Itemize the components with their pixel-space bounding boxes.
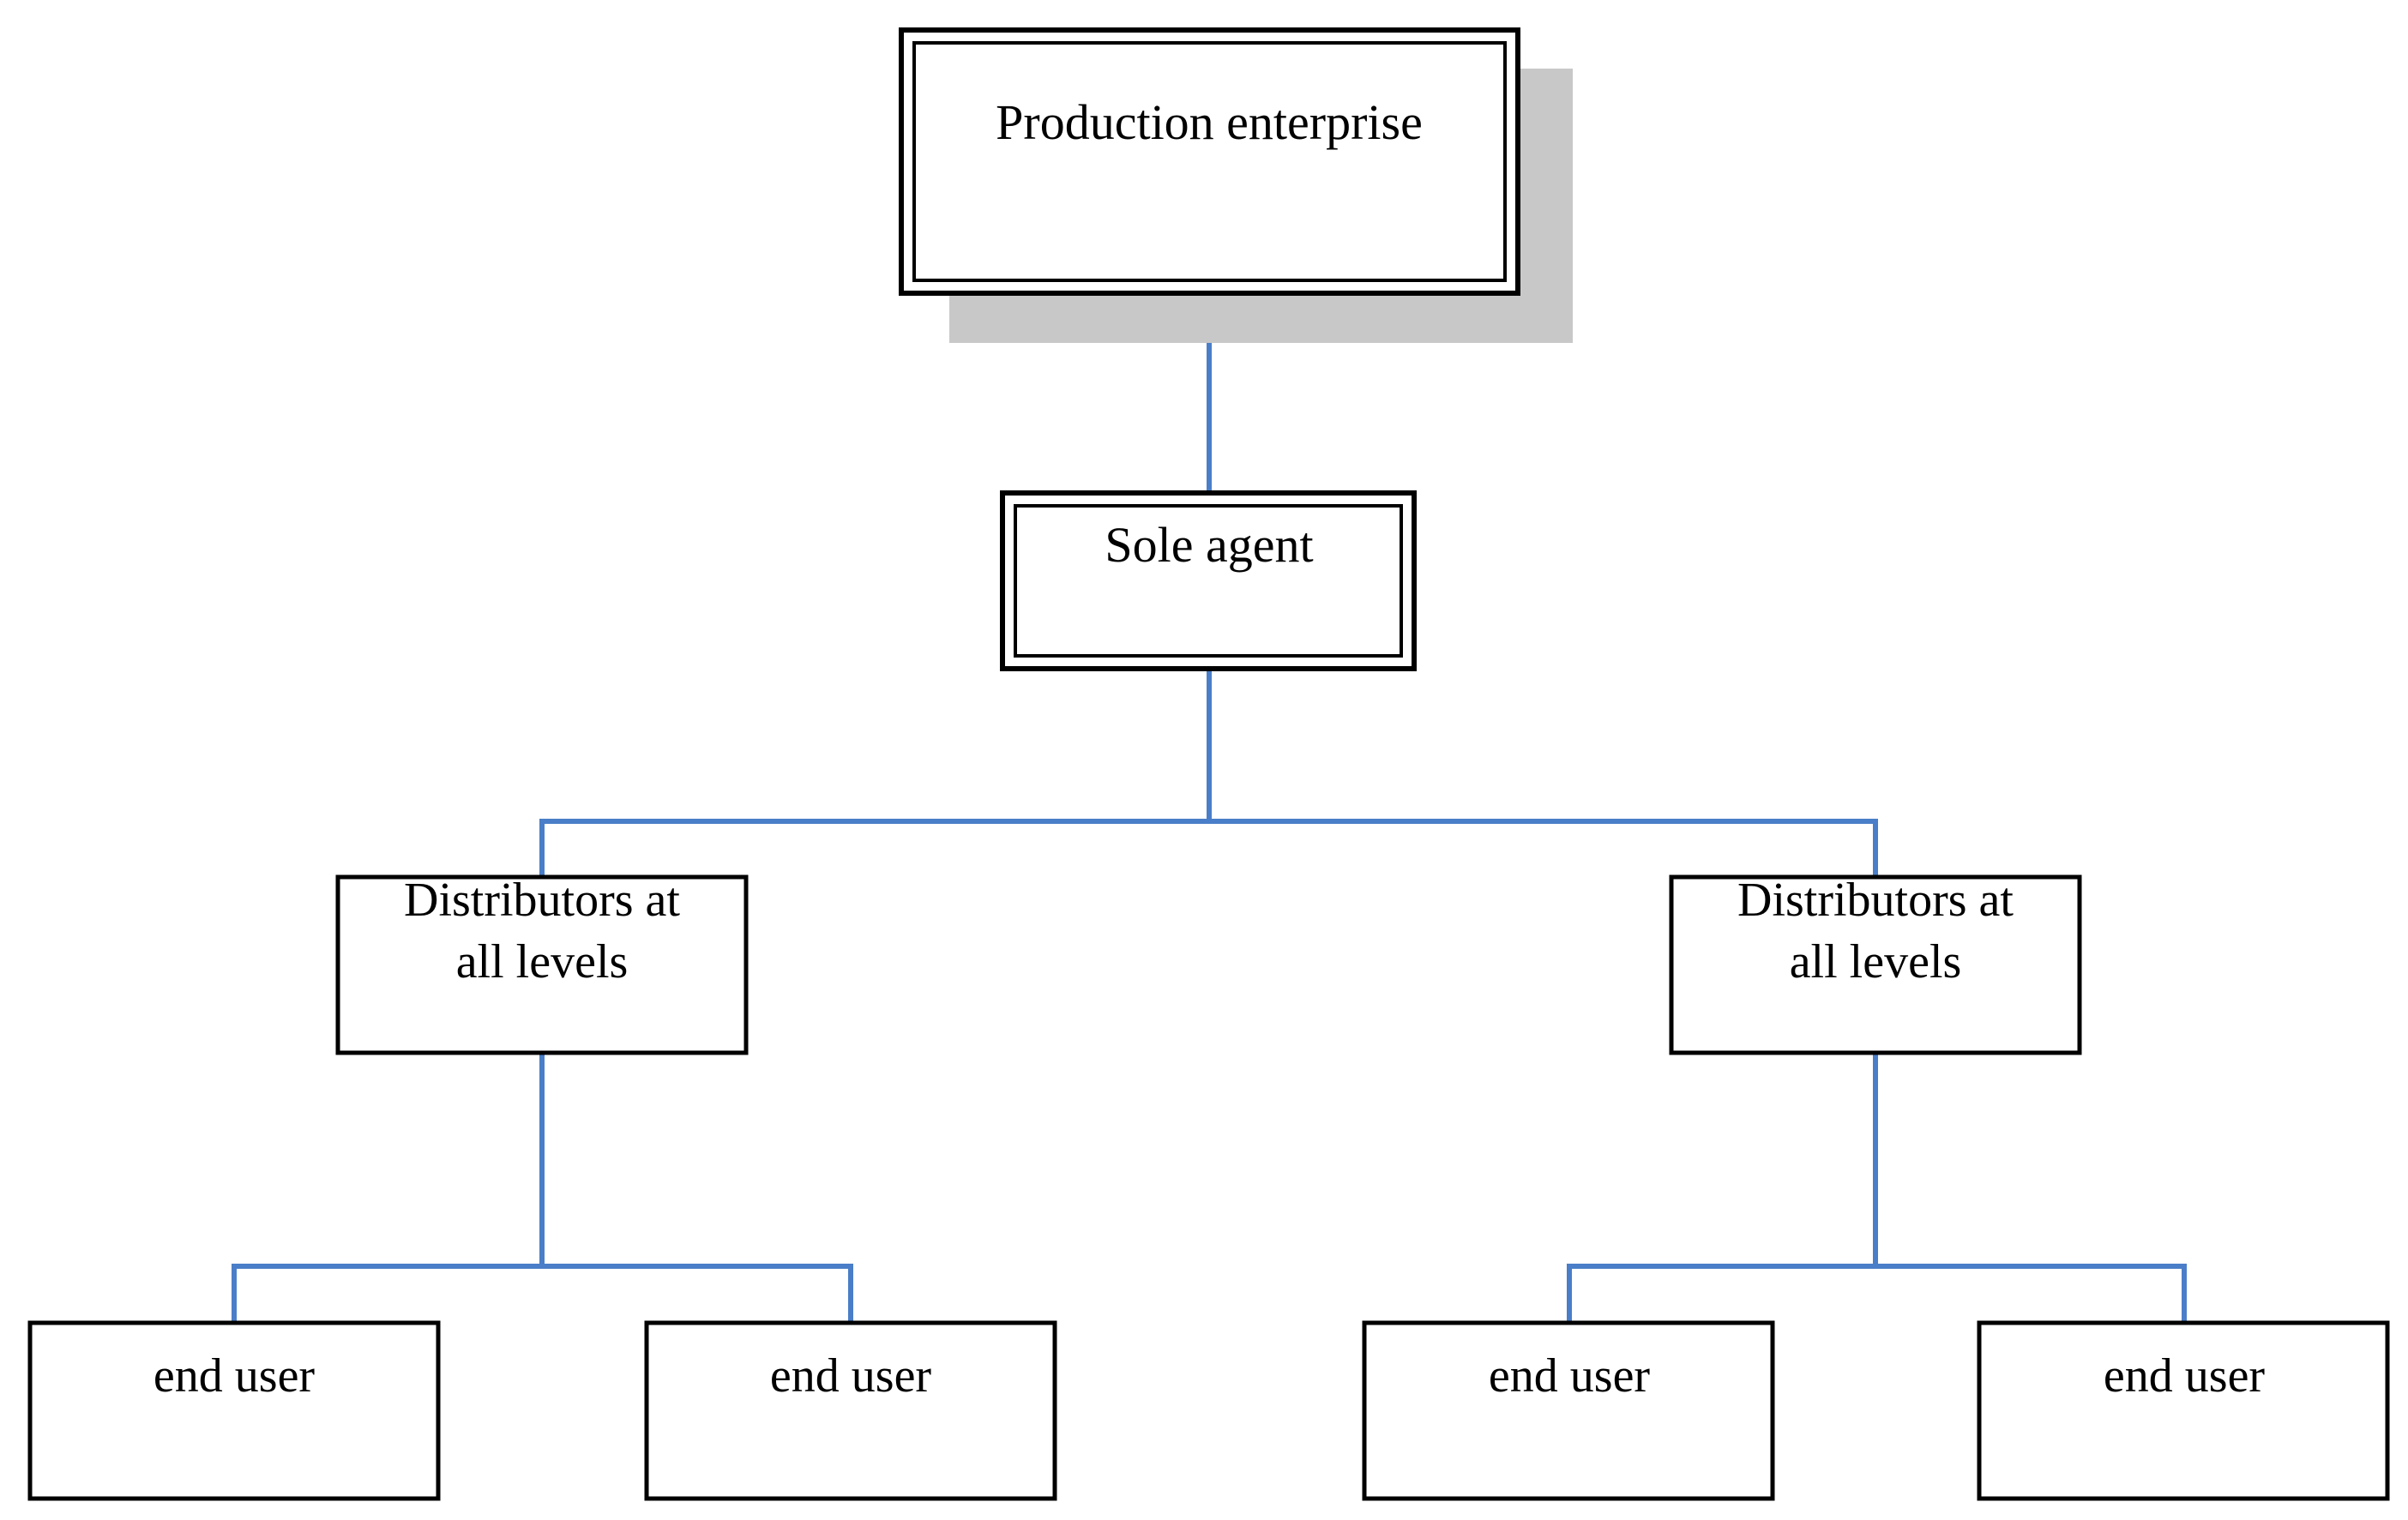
node-outer-border [899,27,1520,296]
node-label-line1: Distributors at [1737,874,2014,927]
node-distributor-right: Distributors at all levels [1669,874,2082,1055]
node-label-line2: all levels [456,935,629,988]
node-label: end user [770,1349,932,1403]
node-border [1669,874,2082,1055]
node-outer-border [1000,490,1417,671]
node-production-enterprise: Production enterprise [899,27,1573,343]
node-end-user-4: end user [1977,1320,2390,1501]
node-distributor-left: Distributors at all levels [335,874,749,1055]
node-sole-agent: Sole agent [1000,490,1417,671]
node-label: end user [1489,1349,1651,1403]
connector-lines [232,293,2187,1325]
node-inner-border [1014,504,1403,658]
node-label-line1: Distributors at [404,874,680,927]
node-border [644,1320,1057,1501]
node-inner-border [912,41,1507,282]
node-end-user-1: end user [27,1320,441,1501]
node-border [335,874,749,1055]
node-label: Production enterprise [996,94,1423,150]
node-label-line2: all levels [1790,935,1962,988]
node-label: Sole agent [1105,517,1313,573]
node-end-user-3: end user [1362,1320,1775,1501]
node-label: end user [154,1349,316,1403]
node-border [1362,1320,1775,1501]
node-end-user-2: end user [644,1320,1057,1501]
node-label: end user [2104,1349,2266,1403]
node-border [1977,1320,2390,1501]
node-border [27,1320,441,1501]
